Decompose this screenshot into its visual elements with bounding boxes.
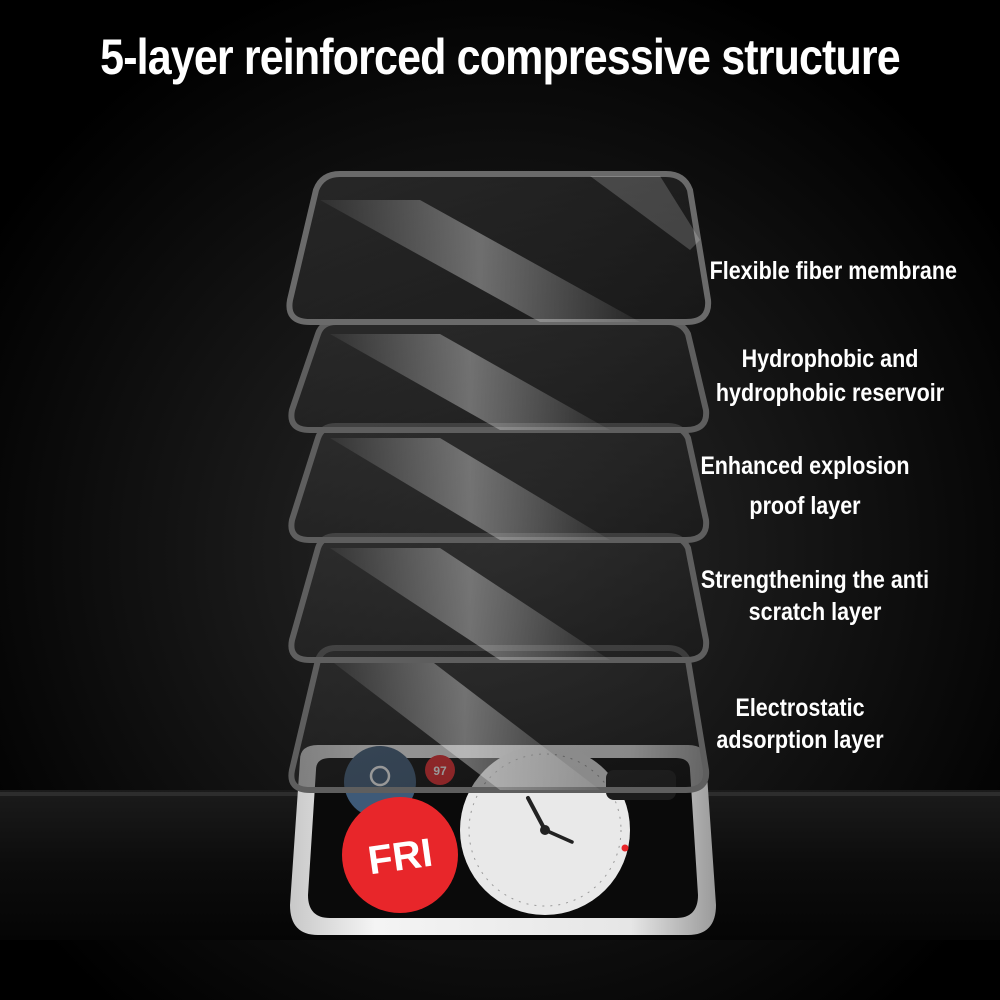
glass-layer-1: [286, 171, 712, 325]
layer-label-3-line-1: Enhanced explosion: [700, 452, 910, 480]
layer-label-4-line-1: Strengthening the anti: [700, 566, 930, 594]
glass-layer-3: [288, 423, 710, 543]
hour-hand: [526, 796, 547, 832]
glass-layer-3-reflection: [330, 438, 610, 540]
layer-label-2: Hydrophobic and hydrophobic reservoir: [710, 342, 951, 410]
glass-layer-4-reflection: [330, 548, 610, 660]
layer-label-1-line-1: Flexible fiber membrane: [709, 257, 957, 285]
glass-layer-1-reflection: [320, 200, 640, 322]
layer-label-3-line-2: proof layer: [749, 492, 861, 520]
layer-label-5-line-1: Electrostatic: [735, 694, 865, 722]
layer-label-5-line-2: adsorption layer: [716, 726, 884, 754]
layer-label-4-line-2: scratch layer: [748, 598, 882, 626]
layer-label-1: Flexible fiber membrane: [709, 254, 957, 288]
dial-center: [540, 825, 550, 835]
day-complication: [342, 797, 458, 913]
layer-label-2-line-1: Hydrophobic and: [741, 345, 919, 373]
layer-label-3: Enhanced explosion proof layer: [685, 446, 926, 526]
glass-layer-4: [288, 533, 710, 663]
glass-layer-2-reflection: [330, 334, 610, 430]
layer-label-2-line-2: hydrophobic reservoir: [715, 379, 945, 407]
dial-marker: [621, 844, 629, 852]
glass-layer-1-corner-glare: [590, 176, 700, 250]
layer-label-5: Electrostatic adsorption layer: [680, 692, 921, 756]
page-title: 5-layer reinforced compressive structure: [100, 29, 901, 85]
glass-layers: [286, 171, 712, 793]
glass-layer-5: [288, 645, 710, 793]
glass-layer-5-reflection: [330, 660, 600, 790]
layer-label-4: Strengthening the anti scratch layer: [695, 564, 936, 628]
dial-ticks: [468, 753, 622, 907]
glass-layer-2: [288, 319, 710, 433]
day-label: FRI: [365, 831, 435, 884]
